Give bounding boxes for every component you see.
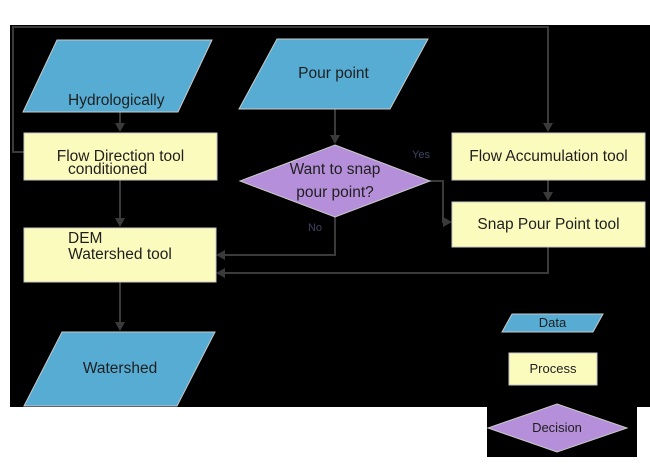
pour-point-data-parallelogram bbox=[238, 38, 429, 110]
arrowhead-snap-left bbox=[443, 217, 452, 227]
arrowhead-flow-direction bbox=[115, 123, 125, 132]
arrowhead-watershed-top bbox=[115, 322, 125, 331]
flow-direction-process-box bbox=[23, 132, 218, 181]
arrowhead-flow-accumulation bbox=[543, 123, 553, 132]
edge-decision-no-to-watershed-tool bbox=[224, 217, 336, 256]
arrowhead-decision-top bbox=[330, 135, 340, 144]
edge-snap-to-watershed-tool bbox=[224, 247, 549, 274]
arrowhead-watershed-tool-top bbox=[115, 218, 125, 227]
flow-accumulation-process-box bbox=[451, 132, 646, 181]
watershed-data-parallelogram bbox=[23, 331, 216, 407]
dem-data-parallelogram bbox=[22, 39, 213, 113]
legend-process-box bbox=[508, 352, 598, 386]
legend-data-parallelogram bbox=[501, 313, 604, 333]
arrowhead-snap-top bbox=[543, 192, 553, 201]
arrowhead-watershed-tool-right-lower bbox=[216, 268, 225, 278]
arrowhead-watershed-tool-right-upper bbox=[216, 250, 225, 260]
watershed-tool-process-box bbox=[23, 227, 217, 283]
snap-pour-point-process-box bbox=[451, 201, 646, 248]
snap-decision-diamond bbox=[238, 144, 432, 218]
edge-flow-direction-to-flow-accumulation bbox=[12, 26, 549, 153]
legend-decision-diamond bbox=[486, 403, 629, 453]
